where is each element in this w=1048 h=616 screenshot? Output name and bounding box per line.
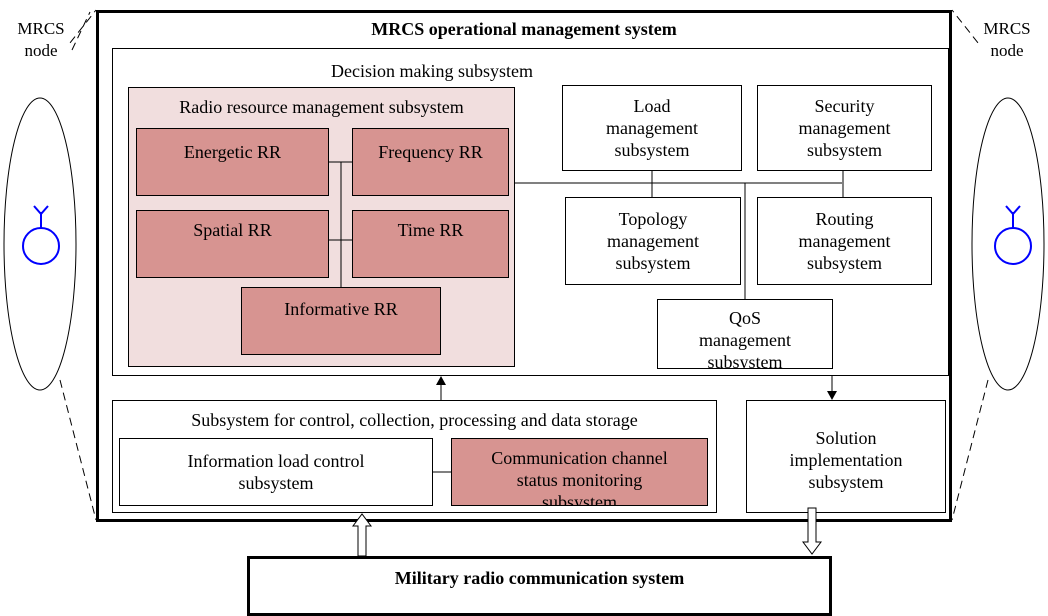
left-dashed-bottom [59,379,97,521]
channel-status-monitoring-label: Communication channel status monitoring … [491,448,668,506]
load-management-label: Load management subsystem [606,96,698,160]
spatial-rr-box: Spatial RR [136,210,329,278]
right-node-label: MRCS node [980,18,1034,62]
radio-resource-title: Radio resource management subsystem [179,97,464,117]
time-rr-box: Time RR [352,210,509,278]
spatial-rr-label: Spatial RR [193,220,272,240]
left-antenna-icon [22,205,60,265]
informative-rr-label: Informative RR [284,299,398,319]
frequency-rr-label: Frequency RR [378,142,483,162]
informative-rr-box: Informative RR [241,287,441,355]
military-system-title: Military radio communication system [394,568,685,588]
left-dashed-top [61,9,97,54]
topology-management-box: Topology management subsystem [565,197,741,285]
left-dashed-mid [71,11,91,51]
information-load-control-box: Information load control subsystem [119,438,433,506]
information-load-control-label: Information load control subsystem [187,451,365,493]
mrcs-system-title: MRCS operational management system [371,19,677,39]
energetic-rr-box: Energetic RR [136,128,329,196]
left-node-ellipse [3,97,77,391]
right-antenna-icon [994,205,1032,265]
energetic-rr-label: Energetic RR [183,142,282,162]
load-management-box: Load management subsystem [562,85,742,171]
right-node-ellipse [971,97,1045,391]
channel-status-monitoring-box: Communication channel status monitoring … [451,438,708,506]
routing-management-box: Routing management subsystem [757,197,932,285]
decision-making-title: Decision making subsystem [331,61,533,81]
solution-implementation-box: Solution implementation subsystem [746,400,946,513]
qos-management-box: QoS management subsystem [657,299,833,369]
qos-management-label: QoS management subsystem [699,308,791,369]
frequency-rr-box: Frequency RR [352,128,509,196]
left-node-label: MRCS node [14,18,68,62]
security-management-box: Security management subsystem [757,85,932,171]
connector-layer [3,9,1045,521]
time-rr-label: Time RR [397,220,464,240]
topology-management-label: Topology management subsystem [607,209,699,273]
right-dashed-top [951,9,987,54]
routing-management-label: Routing management subsystem [798,209,891,273]
control-collection-title: Subsystem for control, collection, proce… [191,410,638,430]
security-management-label: Security management subsystem [798,96,891,160]
right-dashed-bottom [951,379,989,521]
solution-implementation-label: Solution implementation subsystem [789,427,903,492]
